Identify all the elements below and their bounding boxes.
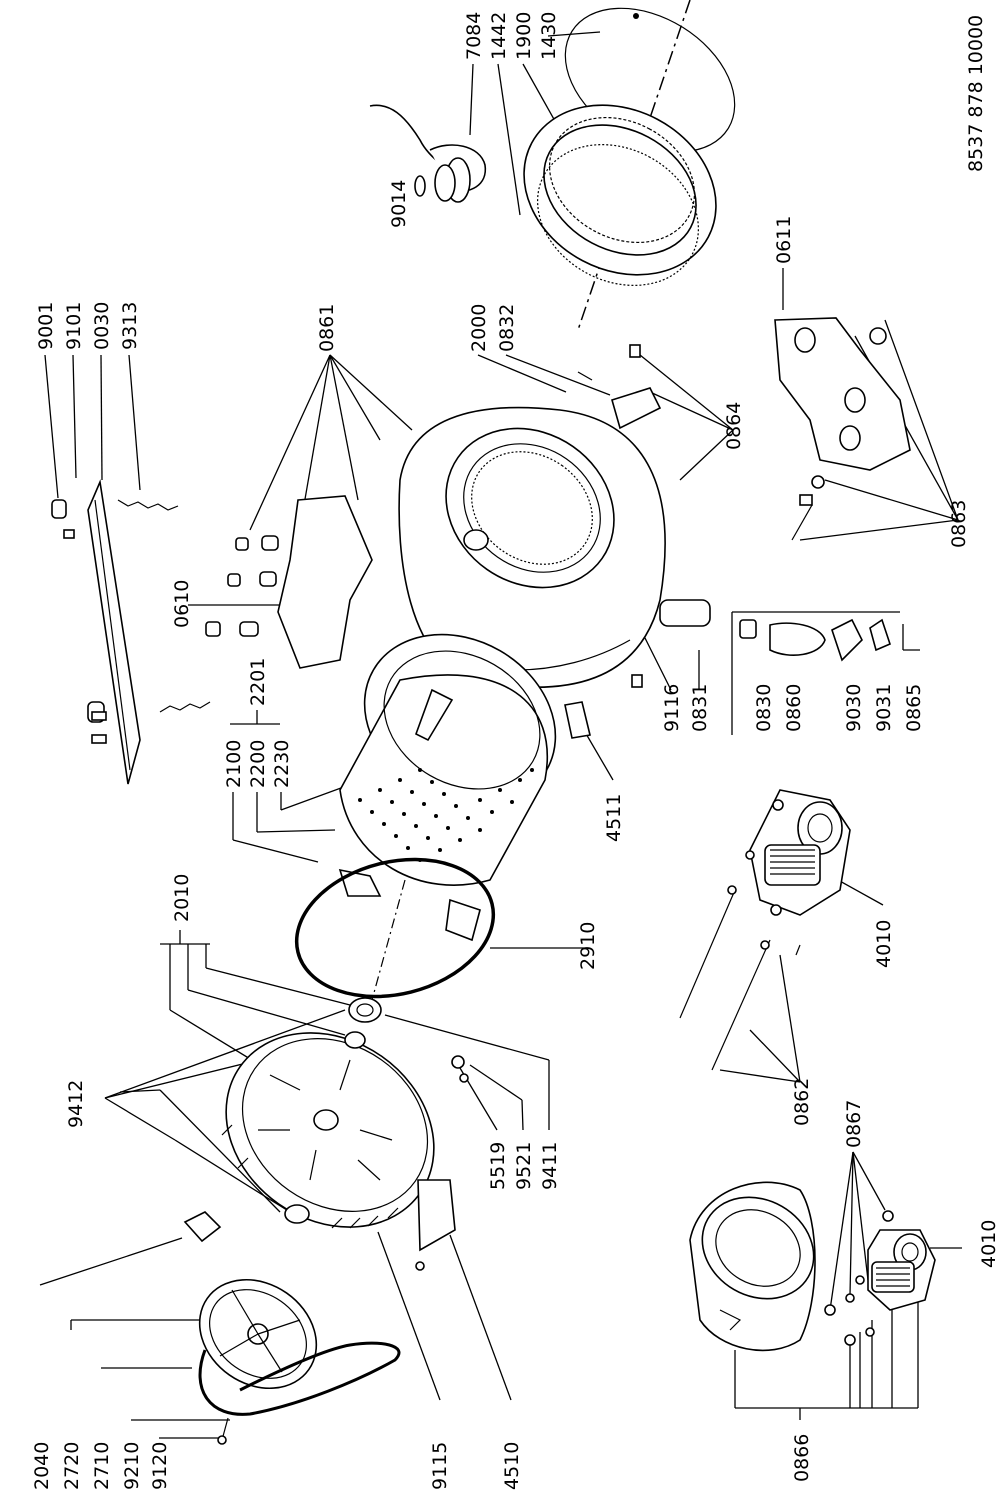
inner-drum <box>338 633 557 1001</box>
label-2720: 2720 <box>61 1442 83 1490</box>
hinge-parts <box>577 344 711 688</box>
label-0831: 0831 <box>689 684 711 732</box>
label-0832: 0832 <box>496 304 518 352</box>
label-9001: 9001 <box>35 302 57 350</box>
label-9313: 9313 <box>119 302 141 350</box>
label-9031: 9031 <box>873 684 895 732</box>
label-1442: 1442 <box>488 12 510 60</box>
label-2910: 2910 <box>577 922 599 970</box>
drum-shaft-axis <box>371 879 406 1001</box>
outer-tub-alt <box>689 1181 816 1352</box>
suspension-rail <box>51 479 211 785</box>
tub-seal-ring <box>294 857 496 999</box>
label-0611: 0611 <box>773 216 795 264</box>
label-9030: 9030 <box>843 684 865 732</box>
label-2230: 2230 <box>271 740 293 788</box>
label-2100: 2100 <box>223 740 245 788</box>
label-9411: 9411 <box>539 1142 561 1190</box>
label-0860: 0860 <box>783 684 805 732</box>
label-4510: 4510 <box>501 1442 523 1490</box>
label-7084: 7084 <box>463 12 485 60</box>
label-4010-motor-bottom: 4010 <box>978 1220 1000 1268</box>
small-parts-group <box>739 618 891 662</box>
label-0862: 0862 <box>791 1078 813 1126</box>
leader-lines <box>39 31 962 1439</box>
label-2201: 2201 <box>247 658 269 706</box>
label-9014: 9014 <box>388 180 410 228</box>
rear-tub-cover <box>183 997 469 1271</box>
counterweight-top <box>205 495 373 669</box>
label-0867: 0867 <box>843 1100 865 1148</box>
motor-top <box>679 789 851 1071</box>
label-9521: 9521 <box>513 1142 535 1190</box>
label-0830: 0830 <box>753 684 775 732</box>
label-5519: 5519 <box>487 1142 509 1190</box>
label-0610: 0610 <box>171 580 193 628</box>
label-9120: 9120 <box>149 1442 171 1490</box>
label-4010-motor-top: 4010 <box>873 920 895 968</box>
label-0861: 0861 <box>316 304 338 352</box>
label-9210: 9210 <box>121 1442 143 1490</box>
label-9116: 9116 <box>661 684 683 732</box>
label-2010: 2010 <box>171 874 193 922</box>
label-2200: 2200 <box>247 740 269 788</box>
drive-belt <box>198 1341 401 1416</box>
outer-tub <box>398 406 666 689</box>
label-2000: 2000 <box>468 304 490 352</box>
label-2040: 2040 <box>31 1442 53 1490</box>
part-labels: 8537 878 10000 9001 9101 0030 9313 0861 … <box>31 12 1000 1490</box>
counterweight-side <box>774 317 911 541</box>
label-2710: 2710 <box>91 1442 113 1490</box>
label-9115: 9115 <box>429 1442 451 1490</box>
motor-bottom <box>824 1210 936 1346</box>
label-0866: 0866 <box>791 1434 813 1482</box>
label-0030: 0030 <box>91 302 113 350</box>
label-0864: 0864 <box>723 402 745 450</box>
label-9101: 9101 <box>63 302 85 350</box>
drum-pulley <box>198 1278 401 1445</box>
label-9412: 9412 <box>65 1080 87 1128</box>
document-code: 8537 878 10000 <box>965 15 987 172</box>
label-0865: 0865 <box>903 684 925 732</box>
heater-plate <box>564 701 591 739</box>
label-1900: 1900 <box>513 12 535 60</box>
hose-spring <box>369 104 486 203</box>
label-4511: 4511 <box>603 794 625 842</box>
door-gasket <box>523 104 717 286</box>
